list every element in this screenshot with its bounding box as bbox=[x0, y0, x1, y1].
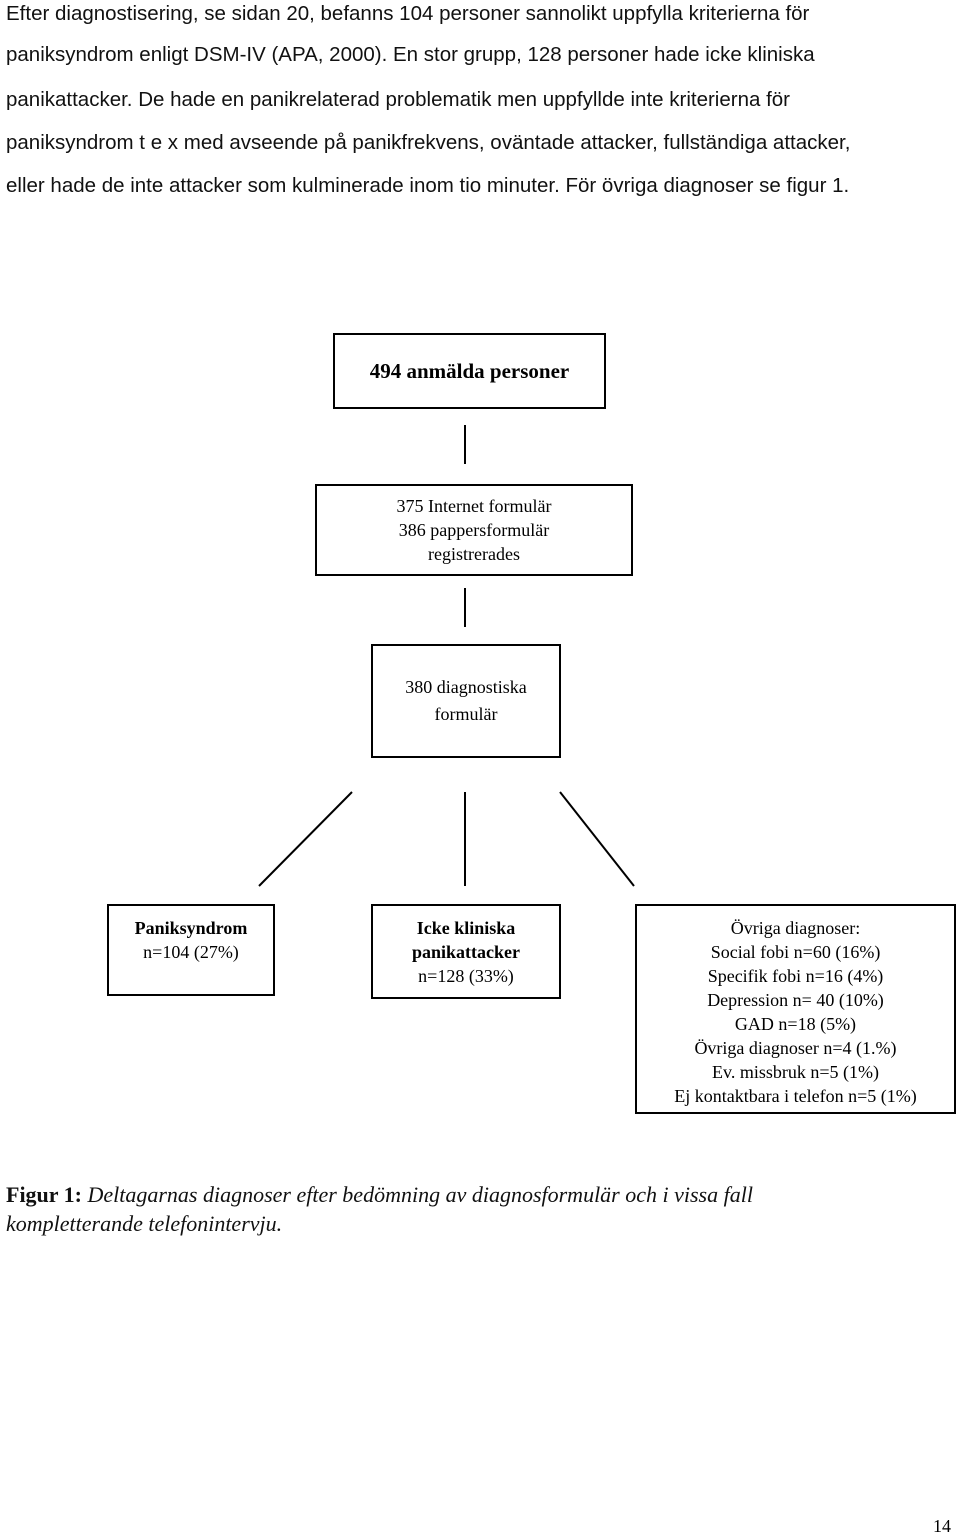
paragraph-line: Efter diagnostisering, se sidan 20, befa… bbox=[6, 2, 810, 25]
connector-diagnostic-panic bbox=[258, 791, 353, 887]
box-registered-persons: 494 anmälda personer bbox=[333, 333, 606, 409]
page-number: 14 bbox=[933, 1516, 951, 1536]
box-nonclinical-value: n=128 (33%) bbox=[418, 966, 514, 986]
box-nonclinical-title: Icke kliniska bbox=[416, 918, 516, 938]
figure-caption-text: Deltagarnas diagnoser efter bedömning av… bbox=[87, 1182, 753, 1207]
box-diagnostic-forms: 380 diagnostiska formulär bbox=[371, 644, 561, 758]
box-other-line: Depression n= 40 (10%) bbox=[707, 990, 884, 1010]
box-forms-line: 386 pappersformulär bbox=[398, 520, 550, 540]
box-other-line: Ej kontaktbara i telefon n=5 (1%) bbox=[674, 1086, 917, 1106]
paragraph-line: paniksyndrom enligt DSM-IV (APA, 2000). … bbox=[6, 43, 815, 66]
box-forms-line: 375 Internet formulär bbox=[396, 496, 552, 516]
paragraph-line: paniksyndrom t e x med avseende på panik… bbox=[6, 131, 851, 154]
box-other-line: GAD n=18 (5%) bbox=[734, 1014, 857, 1034]
connector-diagnostic-other bbox=[559, 791, 635, 887]
box-forms-registered: 375 Internet formulär 386 pappersformulä… bbox=[315, 484, 633, 576]
box-other-line: Social fobi n=60 (16%) bbox=[710, 942, 881, 962]
box-other-line: Ev. missbruk n=5 (1%) bbox=[712, 1062, 879, 1082]
box-other-line: Specifik fobi n=16 (4%) bbox=[707, 966, 884, 986]
box-nonclinical-title: panikattacker bbox=[412, 942, 520, 962]
box-panic-value: n=104 (27%) bbox=[143, 942, 239, 962]
box-other-diagnoses: Övriga diagnoser: Social fobi n=60 (16%)… bbox=[635, 904, 956, 1114]
box-other-line: Övriga diagnoser n=4 (1.%) bbox=[694, 1038, 897, 1058]
box-panic-title: Paniksyndrom bbox=[134, 918, 248, 938]
box-nonclinical-attacks: Icke kliniska panikattacker n=128 (33%) bbox=[371, 904, 561, 999]
box-diagnostic-line: 380 diagnostiska bbox=[405, 677, 527, 697]
box-forms-line: registrerades bbox=[428, 544, 520, 564]
box-other-line: Övriga diagnoser: bbox=[730, 918, 861, 938]
figure-caption: Figur 1: Deltagarnas diagnoser efter bed… bbox=[6, 1180, 906, 1238]
figure-caption-text: kompletterande telefonintervju. bbox=[6, 1211, 283, 1236]
paragraph-line: eller hade de inte attacker som kulminer… bbox=[6, 174, 850, 197]
box-registered-persons-label: 494 anmälda personer bbox=[369, 359, 570, 383]
figure-caption-label: Figur 1: bbox=[6, 1182, 82, 1207]
paragraph-line: panikattacker. De hade en panikrelaterad… bbox=[6, 88, 790, 111]
box-diagnostic-line: formulär bbox=[434, 704, 498, 724]
box-panic-disorder: Paniksyndrom n=104 (27%) bbox=[107, 904, 275, 996]
